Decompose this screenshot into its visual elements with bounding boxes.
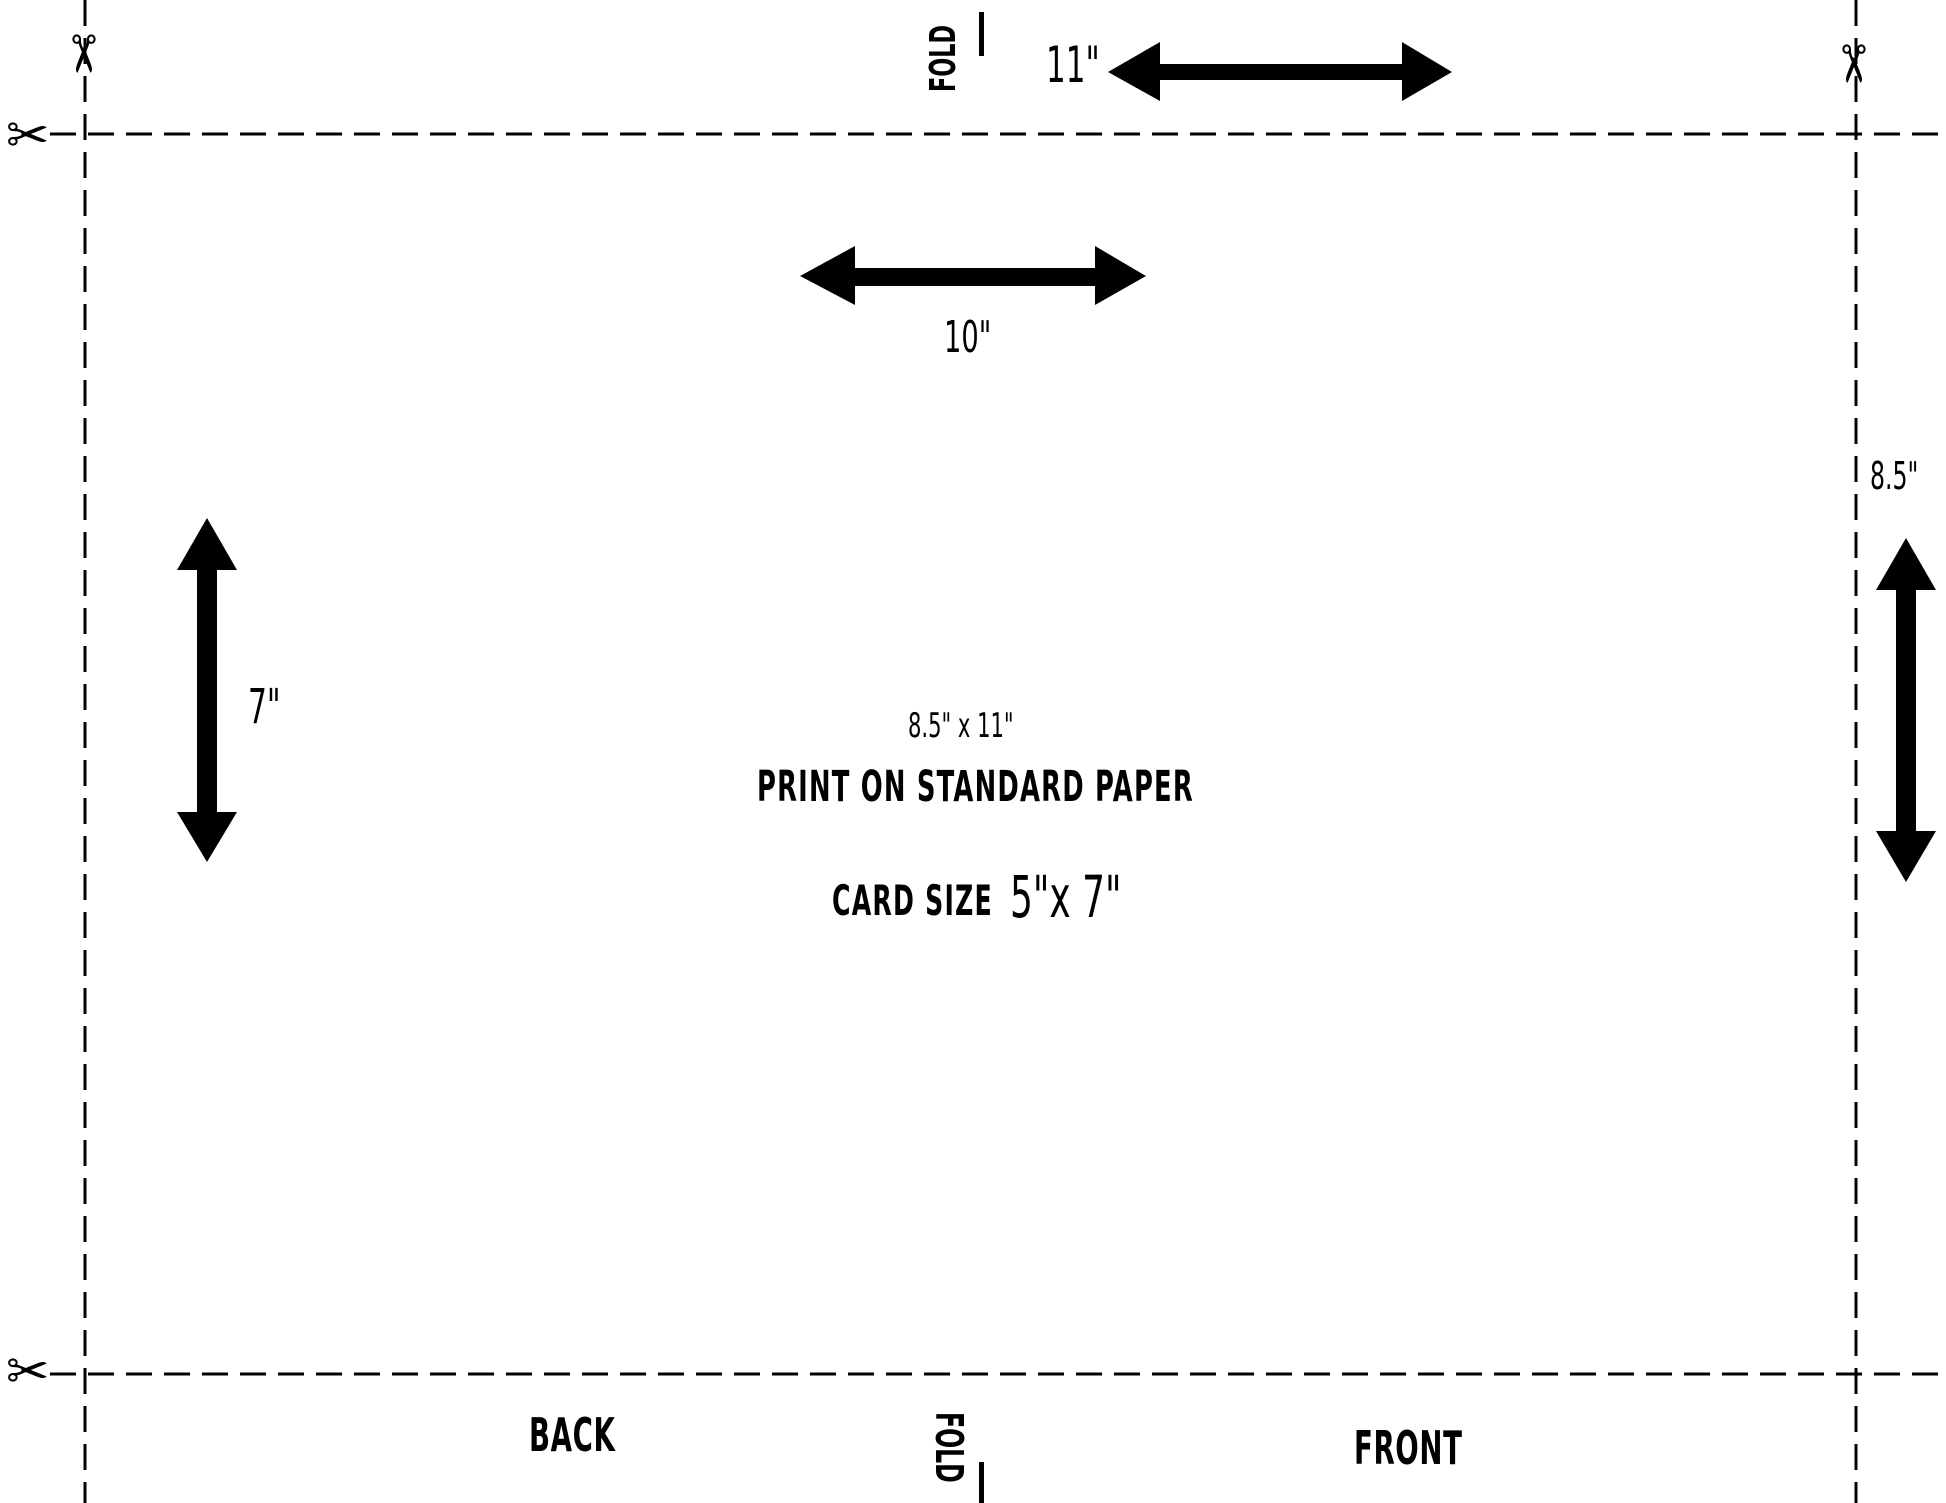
card-size-value: 5"x 7" [1010,863,1122,931]
card-width-label: 10" [944,312,992,363]
front-panel-label: FRONT [1354,1421,1463,1475]
scissors-icon: ✂ [51,32,112,76]
scissors-icon: ✂ [6,1342,50,1402]
fold-tick-top [979,12,984,56]
card-size-label: CARD SIZE [832,876,993,925]
double-arrow-icon [177,518,237,862]
paper-width-label: 11" [1046,36,1100,94]
fold-label-top: FOLD [923,25,964,93]
double-arrow-icon [1108,42,1452,101]
fold-label-bottom: FOLD [927,1412,971,1483]
scissors-icon: ✂ [6,106,50,166]
double-arrow-icon [1876,538,1936,882]
card-height-label: 7" [248,679,281,735]
fold-tick-bottom [979,1462,984,1503]
double-arrow-icon [800,246,1146,305]
sheet-size-label: 8.5" x 11" [908,706,1014,746]
paper-height-label: 8.5" [1870,454,1919,498]
scissors-icon: ✂ [1821,42,1882,86]
back-panel-label: BACK [529,1408,616,1462]
print-instruction: PRINT ON STANDARD PAPER [757,762,1194,812]
